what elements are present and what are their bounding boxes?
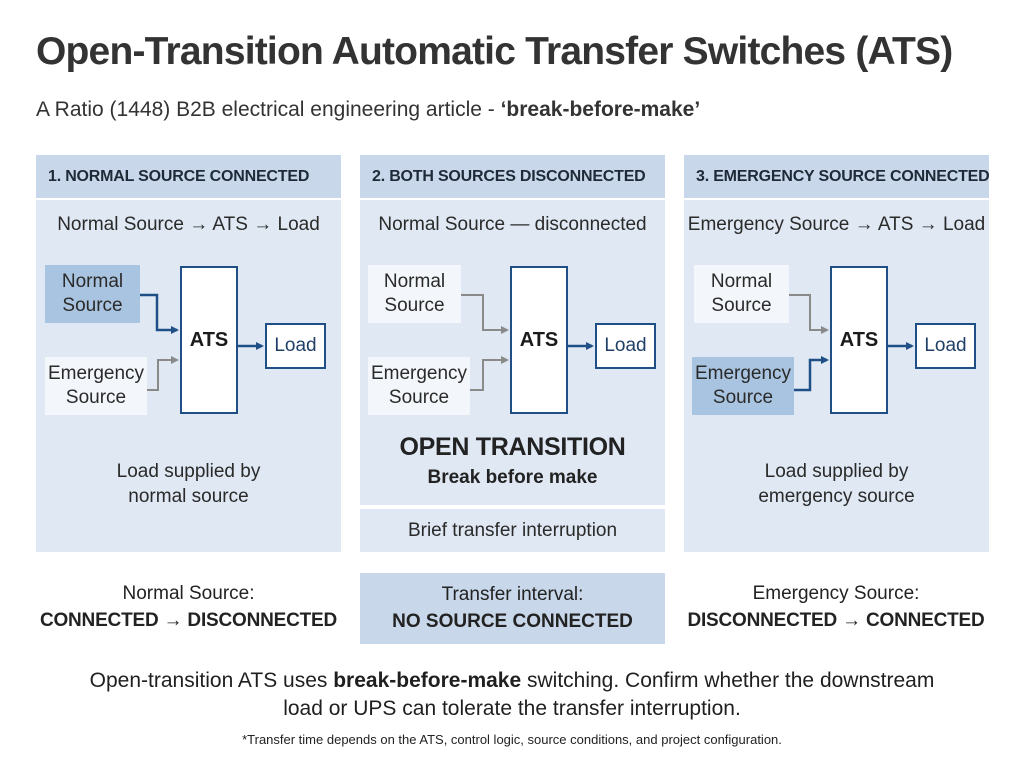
flow-text: Normal Source — disconnected: [378, 214, 647, 235]
flow-text: Emergency Source → ATS → Load: [687, 214, 986, 235]
panel-heading: 2. BOTH SOURCES DISCONNECTED: [360, 155, 665, 198]
status-transfer-interval: Transfer interval: NO SOURCE CONNECTED: [360, 573, 665, 644]
panel-caption: Load supplied by normal source: [36, 459, 341, 509]
caption-line: normal source: [128, 486, 249, 507]
caption-line: Load supplied by: [764, 461, 909, 482]
note-text: switching. Confirm whether the downstrea…: [521, 669, 935, 692]
status-label: Transfer interval:: [441, 584, 584, 605]
open-transition-subtitle: Break before make: [427, 467, 598, 488]
load-box: Load: [265, 323, 326, 369]
panel-caption: Load supplied by emergency source: [684, 459, 989, 509]
panel-heading: 3. EMERGENCY SOURCE CONNECTED: [684, 155, 990, 198]
ats-box: ATS: [180, 266, 238, 414]
status-normal-source: Normal Source: CONNECTED → DISCONNECTED: [36, 580, 341, 634]
status-value: DISCONNECTED → CONNECTED: [687, 610, 985, 631]
status-value: CONNECTED → DISCONNECTED: [39, 610, 338, 631]
note-line-1: Open-transition ATS uses break-before-ma…: [0, 667, 1024, 695]
subtitle-prefix: A Ratio (1448) B2B electrical engineerin…: [36, 98, 501, 121]
note-text: Open-transition ATS uses: [89, 669, 334, 692]
ats-box: ATS: [510, 266, 568, 414]
panel-both-disconnected: 2. BOTH SOURCES DISCONNECTED: [360, 155, 665, 505]
bottom-note: Open-transition ATS uses break-before-ma…: [0, 667, 1024, 723]
page-title: Open-Transition Automatic Transfer Switc…: [36, 30, 953, 73]
panel-heading: 1. NORMAL SOURCE CONNECTED: [36, 155, 341, 198]
open-transition-title: OPEN TRANSITION: [399, 433, 626, 461]
page-subtitle: A Ratio (1448) B2B electrical engineerin…: [36, 98, 700, 122]
transfer-interruption-caption: Brief transfer interruption: [360, 507, 665, 552]
footnote: *Transfer time depends on the ATS, contr…: [242, 732, 782, 747]
status-label: Normal Source:: [122, 583, 255, 604]
load-box: Load: [915, 323, 976, 369]
status-label: Emergency Source:: [752, 583, 920, 604]
panel-divider: [684, 198, 989, 200]
note-emphasis: break-before-make: [333, 669, 522, 692]
note-line-2: load or UPS can tolerate the transfer in…: [283, 697, 741, 720]
flow-text: Normal Source → ATS → Load: [57, 214, 320, 235]
caption-line: emergency source: [758, 486, 915, 507]
panel-divider: [360, 198, 665, 200]
ats-box: ATS: [830, 266, 888, 414]
status-emergency-source: Emergency Source: DISCONNECTED → CONNECT…: [676, 580, 996, 634]
panel-divider: [36, 198, 341, 200]
caption-line: Load supplied by: [116, 461, 261, 482]
load-box: Load: [595, 323, 656, 369]
subtitle-emphasis: ‘break-before-make’: [500, 98, 701, 121]
status-value: NO SOURCE CONNECTED: [392, 611, 633, 632]
